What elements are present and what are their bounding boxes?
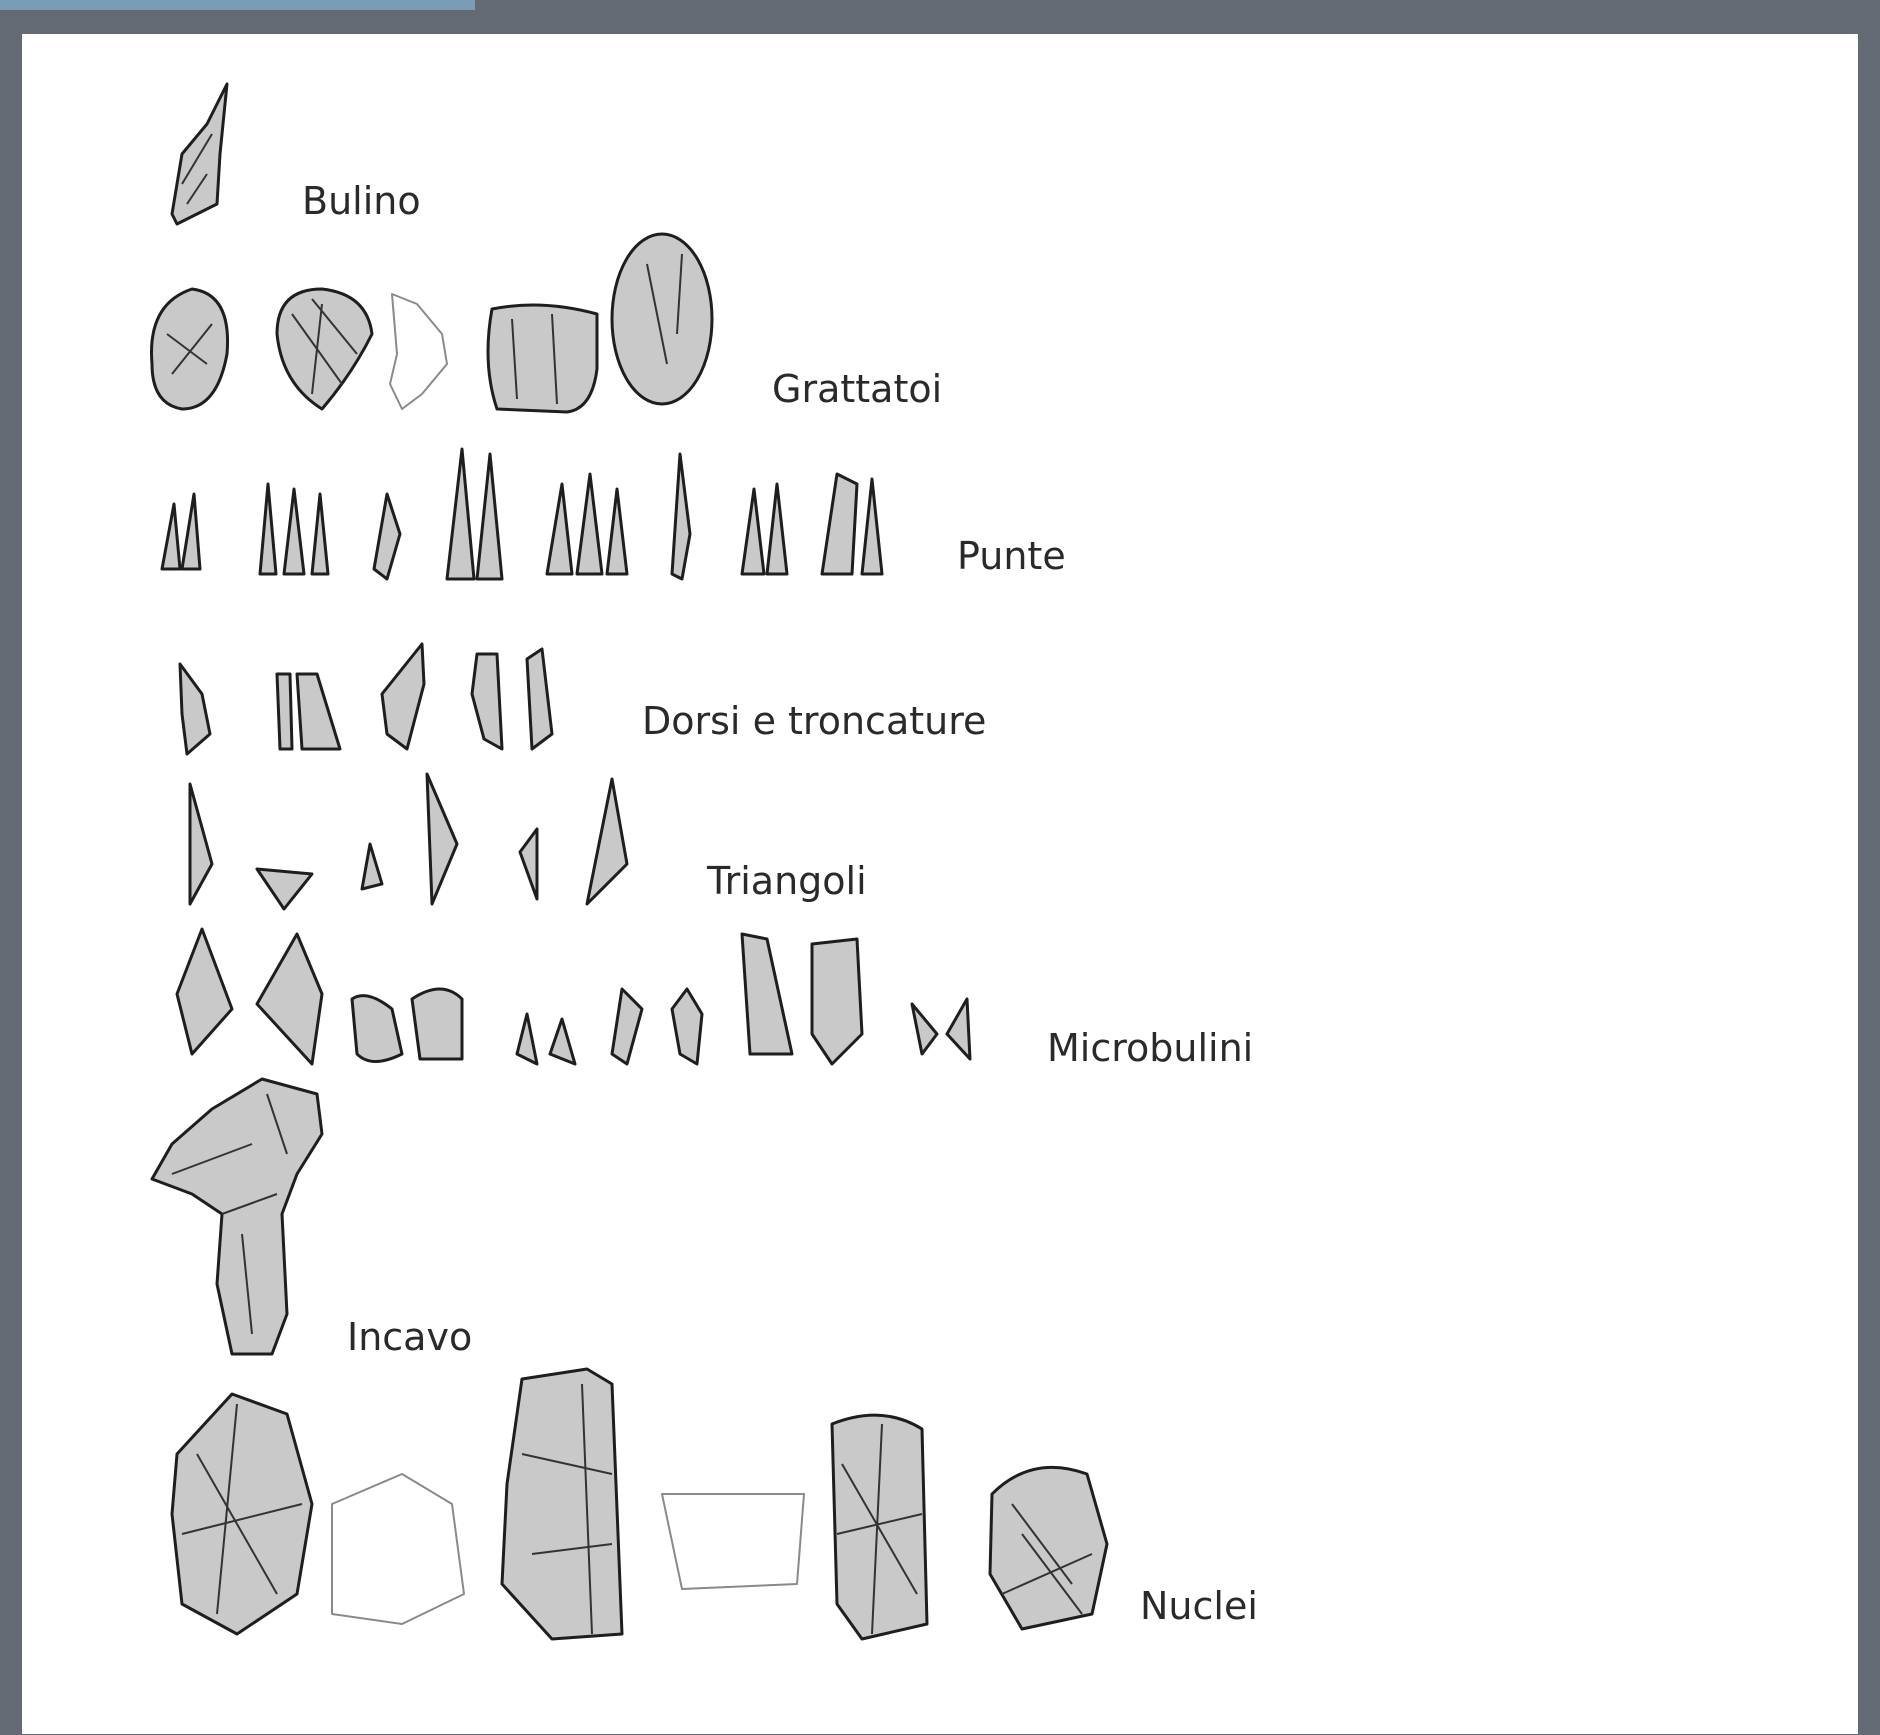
backed-2: [277, 674, 292, 749]
point-7: [447, 449, 474, 579]
point-1: [162, 504, 180, 569]
label-nuclei: Nuclei: [1140, 1584, 1258, 1628]
point-13: [742, 489, 764, 574]
backed-1: [180, 664, 210, 754]
microburin-11: [912, 1004, 937, 1054]
triangle-5: [520, 829, 537, 899]
backed-3: [297, 674, 340, 749]
microburin-6: [550, 1019, 575, 1064]
point-5: [312, 494, 328, 574]
punte-group: Punte: [162, 449, 1066, 579]
label-triangoli: Triangoli: [706, 859, 867, 903]
scraper-1: [152, 289, 228, 409]
label-microbulini: Microbulini: [1047, 1026, 1253, 1070]
point-11: [607, 489, 627, 574]
microburin-4: [412, 989, 462, 1059]
label-dorsi: Dorsi e troncature: [642, 699, 986, 743]
scraper-4: [612, 234, 712, 404]
triangle-1: [190, 784, 212, 904]
scraper-2: [277, 289, 372, 409]
microburin-8: [672, 989, 702, 1064]
triangoli-group: Triangoli: [190, 774, 867, 909]
microburin-10: [812, 939, 862, 1064]
point-16: [862, 479, 882, 574]
notch-tool: [152, 1079, 322, 1354]
triangle-2: [257, 869, 312, 909]
microburin-3: [352, 996, 402, 1062]
triangle-3: [362, 844, 382, 889]
dorsi-group: Dorsi e troncature: [180, 644, 986, 754]
backed-5: [472, 654, 502, 749]
label-grattatoi: Grattatoi: [772, 367, 942, 411]
label-bulino: Bulino: [302, 179, 421, 223]
bulino-group: Bulino: [172, 84, 421, 224]
incavo-group: Incavo: [152, 1079, 472, 1359]
core-4: [990, 1467, 1107, 1629]
point-4: [284, 489, 304, 574]
point-14: [767, 484, 787, 574]
point-10: [577, 474, 602, 574]
scraper-3: [488, 305, 597, 412]
label-incavo: Incavo: [347, 1315, 472, 1359]
core-1-section: [332, 1474, 464, 1624]
microburin-7: [612, 989, 642, 1064]
point-8: [477, 454, 502, 579]
triangle-4: [427, 774, 457, 904]
microburin-9: [742, 934, 792, 1054]
figure-panel: Bulino Grattatoi: [22, 34, 1858, 1734]
core-2-section: [662, 1494, 804, 1589]
point-15: [822, 474, 857, 574]
scraper-2-section: [390, 294, 447, 409]
backed-4: [382, 644, 424, 749]
top-tab: [0, 0, 475, 10]
label-punte: Punte: [957, 534, 1066, 578]
point-3: [260, 484, 276, 574]
microburin-1: [177, 929, 232, 1054]
microbulini-group: Microbulini: [177, 929, 1253, 1070]
microburin-5: [517, 1014, 537, 1064]
triangle-6: [587, 779, 627, 904]
core-2: [502, 1369, 622, 1639]
point-9: [547, 484, 572, 574]
point-2: [182, 494, 200, 569]
core-1: [172, 1394, 312, 1634]
grattatoi-group: Grattatoi: [152, 234, 943, 412]
nuclei-group: Nuclei: [172, 1369, 1258, 1639]
backed-6: [527, 649, 552, 749]
artifact-plate: Bulino Grattatoi: [22, 34, 1858, 1734]
point-12: [672, 454, 690, 579]
microburin-2: [257, 934, 322, 1064]
point-6: [374, 494, 400, 579]
microburin-12: [947, 999, 970, 1059]
